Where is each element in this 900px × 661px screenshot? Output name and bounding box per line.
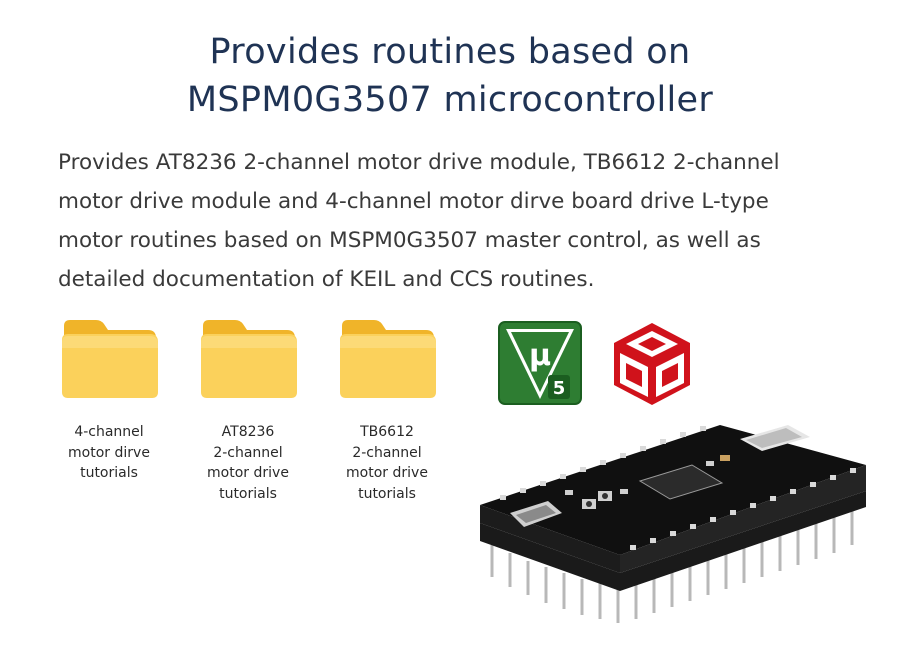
- folder-label-line: motor dirve: [68, 444, 150, 461]
- page-title: Provides routines based on MSPM0G3507 mi…: [0, 28, 900, 124]
- description-line-2: motor drive module and 4-channel motor d…: [58, 189, 769, 214]
- folder-label-line: TB6612: [360, 424, 414, 440]
- folder-icon: [62, 320, 158, 398]
- keil-mu5-logo: µ 5: [498, 321, 582, 410]
- folder-label-line: tutorials: [219, 485, 277, 502]
- title-line-2: MSPM0G3507 microcontroller: [186, 80, 714, 120]
- mspm0g3507-board-image: [470, 395, 875, 645]
- folder-icon: [340, 320, 436, 398]
- svg-text:µ: µ: [529, 338, 551, 373]
- folder-label: TB6612 2-channel motor drive tutorials: [332, 422, 442, 504]
- folder-at8236[interactable]: AT8236 2-channel motor drive tutorials: [193, 318, 303, 504]
- svg-text:5: 5: [553, 378, 566, 399]
- folder-label-line: 2-channel: [352, 444, 422, 461]
- keil-icon: µ 5: [498, 321, 582, 405]
- folder-icon: [201, 320, 297, 398]
- folder-4-channel[interactable]: 4-channel motor dirve tutorials: [54, 318, 164, 484]
- folder-tb6612[interactable]: TB6612 2-channel motor drive tutorials: [332, 318, 442, 504]
- description-line-1: Provides AT8236 2-channel motor drive mo…: [58, 150, 780, 175]
- description-line-4: detailed documentation of KEIL and CCS r…: [58, 267, 595, 292]
- folder-label-line: motor drive: [207, 465, 289, 481]
- folder-label-line: 4-channel: [74, 424, 144, 440]
- description: Provides AT8236 2-channel motor drive mo…: [58, 143, 858, 299]
- cube-icon: [614, 323, 690, 405]
- ccs-cube-logo: [612, 321, 692, 412]
- folder-label: 4-channel motor dirve tutorials: [54, 422, 164, 484]
- board-illustration: [480, 425, 866, 623]
- folder-label-line: AT8236: [221, 424, 275, 440]
- title-line-1: Provides routines based on: [209, 32, 691, 72]
- folder-label-line: 2-channel: [213, 444, 283, 461]
- folder-label-line: tutorials: [80, 465, 138, 481]
- folder-label: AT8236 2-channel motor drive tutorials: [193, 422, 303, 504]
- description-line-3: motor routines based on MSPM0G3507 maste…: [58, 228, 761, 253]
- folder-label-line: tutorials: [358, 485, 416, 502]
- folder-label-line: motor drive: [346, 465, 428, 481]
